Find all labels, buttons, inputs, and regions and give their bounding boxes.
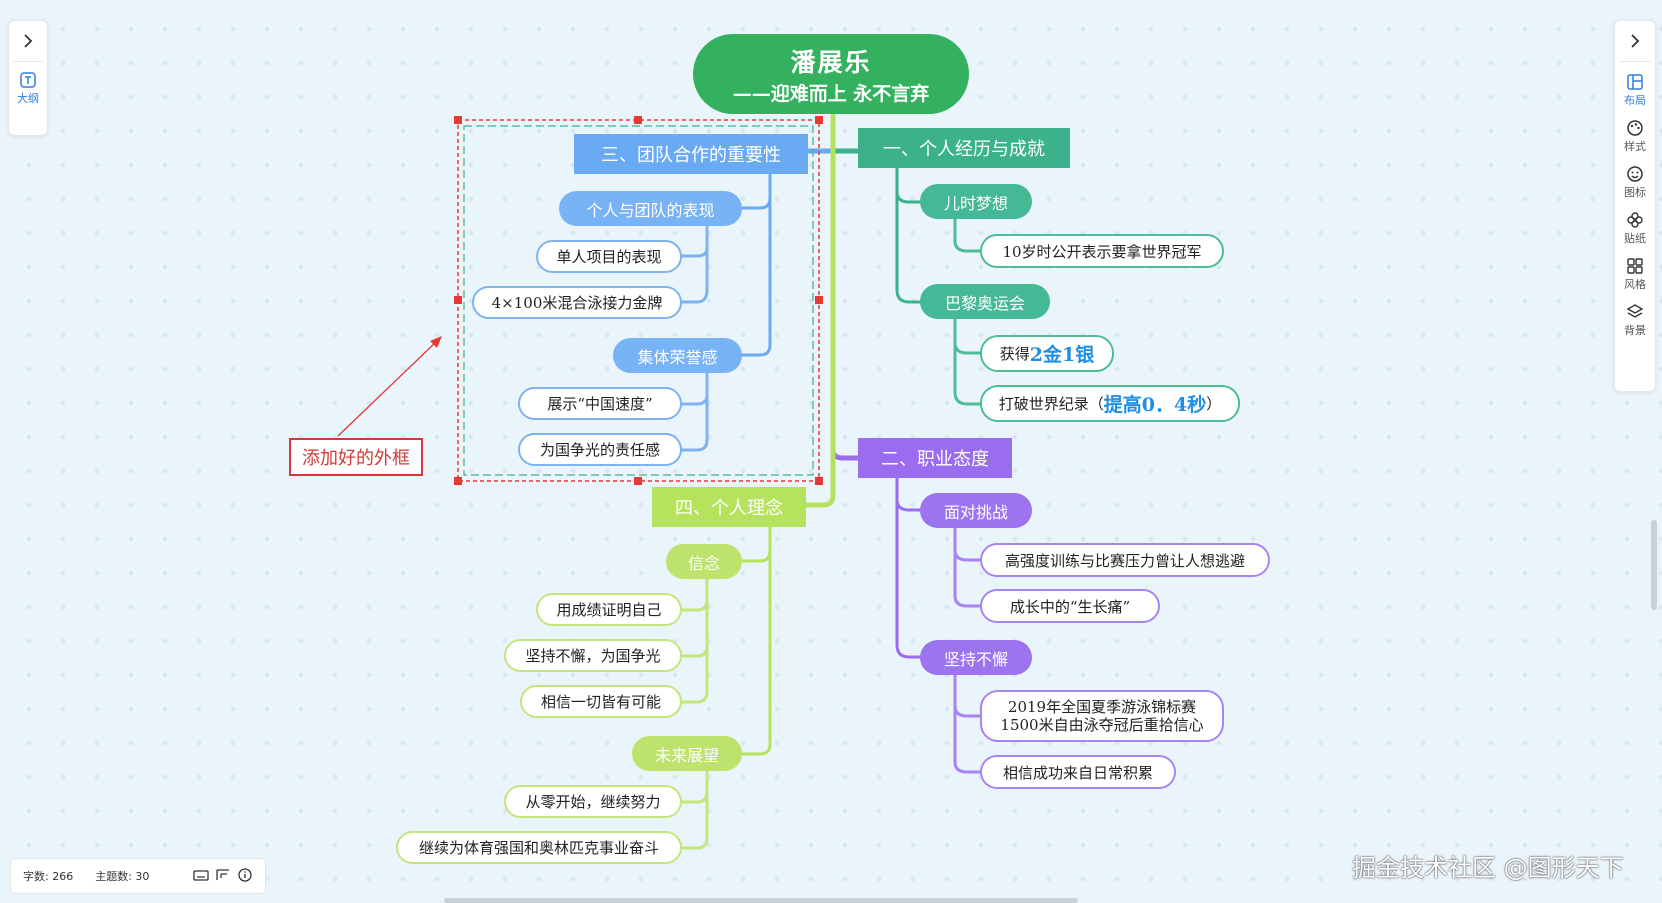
branch2-sub2[interactable]: 坚持不懈 xyxy=(920,640,1032,675)
annotation-arrow xyxy=(337,336,442,437)
branch1-leaf[interactable]: 打破世界纪录（提高0．4秒） xyxy=(980,385,1240,422)
layers-icon xyxy=(1626,304,1644,318)
style-button[interactable]: 样式 xyxy=(1615,118,1655,154)
background-button[interactable]: 背景 xyxy=(1615,302,1655,338)
layout-icon xyxy=(1627,74,1643,90)
branch2-leaf[interactable]: 2019年全国夏季游泳锦标赛 1500米自由泳夺冠后重拾信心 xyxy=(980,690,1224,742)
sticker-icon xyxy=(1627,212,1643,228)
topic-count: 主题数: 30 xyxy=(95,870,150,883)
info-icon[interactable] xyxy=(237,867,253,885)
word-count: 字数: 266 xyxy=(23,870,74,883)
trunk-purple xyxy=(830,109,861,461)
left-panel: 大纲 xyxy=(8,20,48,136)
branch2-sub1[interactable]: 面对挑战 xyxy=(920,493,1032,528)
leaf-text: 打破世界纪录（ xyxy=(998,395,1104,413)
icon-label: 图标 xyxy=(1624,186,1646,199)
layout-button[interactable]: 布局 xyxy=(1615,72,1655,108)
icon-button[interactable]: 图标 xyxy=(1615,164,1655,200)
style-label: 样式 xyxy=(1624,140,1646,153)
horizontal-scrollbar[interactable] xyxy=(444,898,1078,903)
branch3-leaf[interactable]: 4×100米混合泳接力金牌 xyxy=(472,286,682,319)
branch1-leaf[interactable]: 10岁时公开表示要拿世界冠军 xyxy=(980,234,1224,268)
branch1-title[interactable]: 一、个人经历与成就 xyxy=(858,128,1070,168)
trunk-green xyxy=(803,109,836,508)
branch3-leaf[interactable]: 为国争光的责任感 xyxy=(518,433,682,466)
root-title: 潘展乐 xyxy=(790,47,872,77)
keyboard-icon[interactable] xyxy=(193,868,209,885)
leaf-text: 1500米自由泳夺冠后重拾信心 xyxy=(1000,716,1204,734)
branch2-leaf[interactable]: 成长中的“生长痛” xyxy=(980,589,1160,623)
branch1-sub2[interactable]: 巴黎奥运会 xyxy=(920,284,1050,319)
grid-icon xyxy=(1627,258,1643,274)
theme-button[interactable]: 风格 xyxy=(1615,256,1655,292)
branch4-leaf[interactable]: 相信一切皆有可能 xyxy=(520,685,682,718)
highlight-text: 提高0．4秒 xyxy=(1103,394,1207,416)
expand-chevron-icon[interactable] xyxy=(9,33,47,49)
right-panel: 布局 样式 图标 贴纸 风格 背景 xyxy=(1614,20,1656,392)
theme-label: 风格 xyxy=(1624,278,1646,291)
palette-icon xyxy=(1627,120,1643,136)
expand-chevron-icon[interactable] xyxy=(1615,33,1655,49)
branch4-sub2[interactable]: 未来展望 xyxy=(632,736,742,771)
branch2-title[interactable]: 二、职业态度 xyxy=(858,438,1012,478)
trunk-teal xyxy=(830,109,861,154)
branch3-leaf[interactable]: 展示“中国速度” xyxy=(518,387,682,420)
highlight-text: 2金1银 xyxy=(1029,344,1095,366)
outline-icon xyxy=(20,72,36,88)
branch4-title[interactable]: 四、个人理念 xyxy=(652,487,806,527)
root-subtitle: ——迎难而上 永不言弃 xyxy=(732,82,930,105)
status-bar: 字数: 266 主题数: 30 xyxy=(10,858,266,894)
branch3-title[interactable]: 三、团队合作的重要性 xyxy=(574,134,808,174)
branch3-leaf[interactable]: 单人项目的表现 xyxy=(536,240,682,273)
branch3-sub1[interactable]: 个人与团队的表现 xyxy=(559,191,742,226)
branch4-leaf[interactable]: 坚持不懈，为国争光 xyxy=(504,639,682,672)
background-label: 背景 xyxy=(1624,324,1646,337)
branch4-leaf[interactable]: 用成绩证明自己 xyxy=(536,593,682,626)
branch2-leaf[interactable]: 相信成功来自日常积累 xyxy=(980,755,1176,789)
smiley-icon xyxy=(1627,166,1643,182)
branch2-leaf[interactable]: 高强度训练与比赛压力曾让人想逃避 xyxy=(980,543,1270,577)
branch1-sub1[interactable]: 儿时梦想 xyxy=(920,184,1032,219)
root-topic[interactable]: 潘展乐 ——迎难而上 永不言弃 xyxy=(693,34,969,114)
branch3-sub2[interactable]: 集体荣誉感 xyxy=(613,338,742,373)
watermark-text: 掘金技术社区 @图形天下 xyxy=(1352,854,1624,882)
branch4-leaf[interactable]: 继续为体育强国和奥林匹克事业奋斗 xyxy=(396,831,682,864)
outline-view-icon[interactable] xyxy=(215,868,231,885)
sticker-label: 贴纸 xyxy=(1624,232,1646,245)
outline-label: 大纲 xyxy=(17,92,39,105)
leaf-text: 2019年全国夏季游泳锦标赛 xyxy=(1007,698,1197,716)
layout-label: 布局 xyxy=(1624,94,1646,107)
branch4-sub1[interactable]: 信念 xyxy=(666,544,742,579)
vertical-scrollbar[interactable] xyxy=(1651,520,1657,610)
outline-button[interactable]: 大纲 xyxy=(9,70,47,106)
leaf-text: 获得 xyxy=(999,345,1030,363)
annotation-label: 添加好的外框 xyxy=(289,438,423,476)
leaf-text: ） xyxy=(1206,395,1222,413)
sticker-button[interactable]: 贴纸 xyxy=(1615,210,1655,246)
branch4-leaf[interactable]: 从零开始，继续努力 xyxy=(504,785,682,818)
